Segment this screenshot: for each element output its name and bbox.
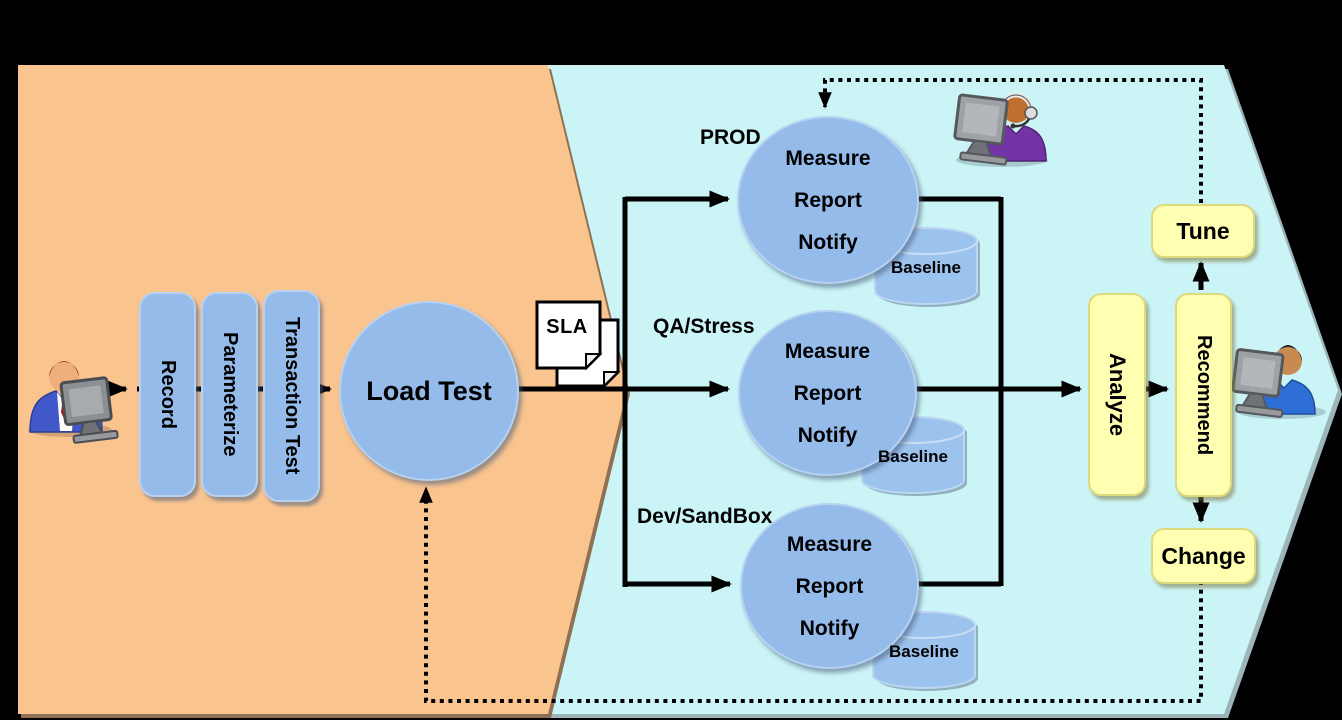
prod-step-measure: Measure <box>785 146 871 170</box>
analyze-label: Analyze <box>1105 352 1130 437</box>
env-qa-label: QA/Stress <box>653 315 755 338</box>
dev-node: Measure Report Notify <box>740 503 919 669</box>
prod-step-report: Report <box>794 188 862 212</box>
prod-node: Measure Report Notify <box>737 116 919 284</box>
analyze-box: Analyze <box>1088 293 1146 496</box>
change-box: Change <box>1151 528 1256 584</box>
load-test-node: Load Test <box>339 301 519 481</box>
prod-steps: Measure Report Notify <box>785 148 870 253</box>
dev-baseline-label: Baseline <box>889 642 959 661</box>
dev-step-notify: Notify <box>799 616 860 640</box>
analyst-at-computer-icon <box>1231 345 1326 419</box>
env-dev-label: Dev/SandBox <box>637 505 773 528</box>
dev-step-report: Report <box>795 574 864 598</box>
step-parameterize-label: Parameterize <box>219 332 241 457</box>
feedback-change-to-loadtest <box>419 486 1203 703</box>
sla-label: SLA <box>546 316 588 338</box>
operations-headset-person-icon <box>953 92 1048 167</box>
load-test-label: Load Test <box>366 375 492 406</box>
step-parameterize: Parameterize <box>201 292 258 497</box>
tester-at-computer-icon <box>28 361 119 444</box>
tune-box: Tune <box>1151 204 1255 258</box>
qa-step-measure: Measure <box>784 339 871 363</box>
sla-page-front-fold <box>585 353 603 371</box>
qa-baseline-label: Baseline <box>878 447 948 466</box>
recommend-label: Recommend <box>1193 334 1215 456</box>
step-record: Record <box>139 292 196 497</box>
qa-steps: Measure Report Notify <box>785 341 870 446</box>
sla-documents-icon <box>535 300 621 389</box>
env-prod-label: PROD <box>700 126 761 149</box>
change-label: Change <box>1161 542 1246 569</box>
qa-step-notify: Notify <box>797 423 858 447</box>
qa-node: Measure Report Notify <box>738 310 917 476</box>
qa-baseline-cylinder <box>861 416 967 496</box>
feedback-tune-to-prod <box>818 78 1203 203</box>
dev-steps: Measure Report Notify <box>787 534 872 639</box>
step-transaction-test-label: Transaction Test <box>281 317 303 475</box>
dev-step-measure: Measure <box>786 532 873 556</box>
recommend-box: Recommend <box>1175 293 1232 497</box>
tune-label: Tune <box>1176 217 1230 244</box>
step-record-label: Record <box>157 360 179 429</box>
prod-baseline-label: Baseline <box>891 258 961 277</box>
dotted-feedback-lines <box>419 78 1203 703</box>
qa-step-report: Report <box>793 381 862 405</box>
step-transaction-test: Transaction Test <box>263 290 320 502</box>
prod-step-notify: Notify <box>798 230 858 254</box>
sla-page-back-fold <box>603 371 621 389</box>
